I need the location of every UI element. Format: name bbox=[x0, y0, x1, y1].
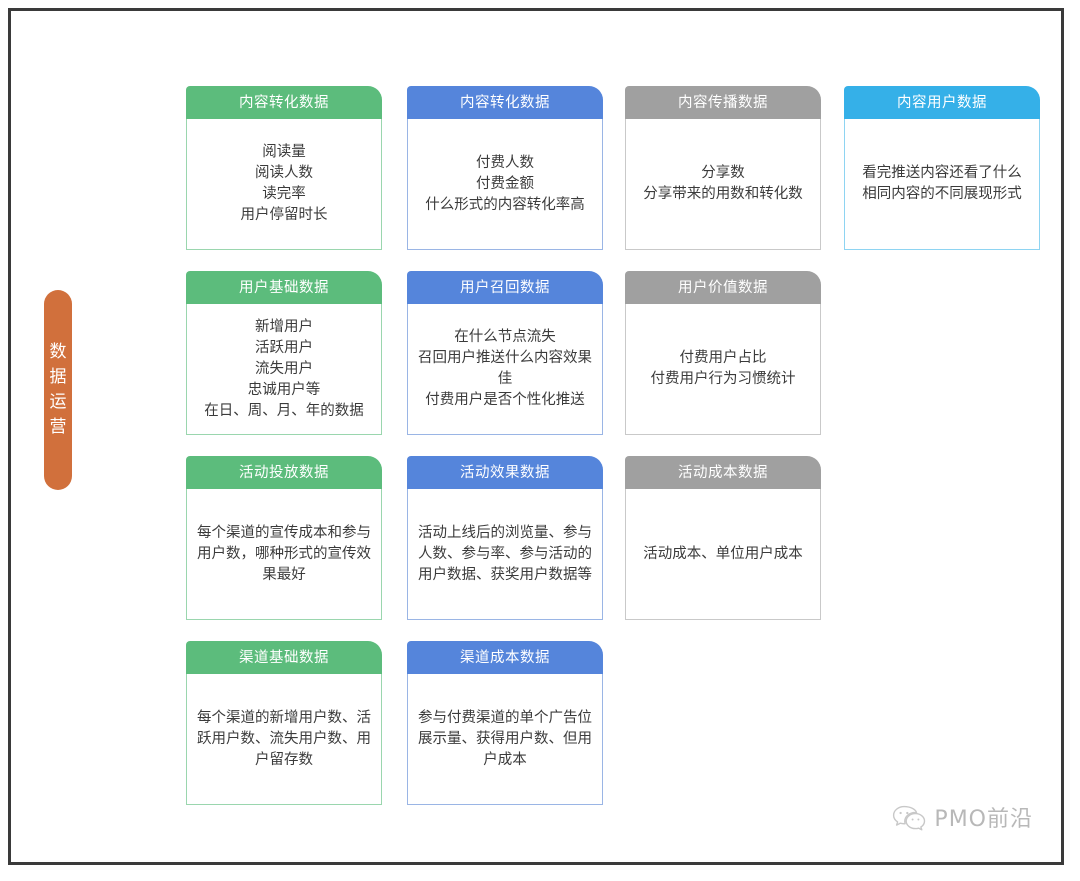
data-card-title: 内容转化数据 bbox=[239, 94, 329, 111]
data-card[interactable]: 渠道成本数据参与付费渠道的单个广告位展示量、获得用户数、但用户成本 bbox=[407, 641, 603, 805]
data-card-body: 看完推送内容还看了什么 相同内容的不同展现形式 bbox=[844, 119, 1040, 250]
data-card-body: 在什么节点流失 召回用户推送什么内容效果佳 付费用户是否个性化推送 bbox=[407, 304, 603, 435]
data-card-body: 参与付费渠道的单个广告位展示量、获得用户数、但用户成本 bbox=[407, 674, 603, 805]
data-card-body-text: 付费人数 付费金额 什么形式的内容转化率高 bbox=[425, 154, 585, 213]
data-card-title: 活动效果数据 bbox=[460, 464, 550, 481]
watermark: PMO前沿 bbox=[892, 805, 1033, 835]
data-card-body-text: 活动上线后的浏览量、参与人数、参与率、参与活动的用户数据、获奖用户数据等 bbox=[418, 524, 592, 583]
data-card-body-text: 看完推送内容还看了什么 相同内容的不同展现形式 bbox=[862, 165, 1022, 202]
data-card-body-text: 每个渠道的新增用户数、活跃用户数、流失用户数、用户留存数 bbox=[197, 709, 371, 768]
data-card-body: 付费用户占比 付费用户行为习惯统计 bbox=[625, 304, 821, 435]
data-card-title: 内容用户数据 bbox=[897, 94, 987, 111]
data-card-header: 内容转化数据 bbox=[186, 86, 382, 119]
category-spine-data-operations: 数 据 运 营 bbox=[44, 290, 72, 490]
data-card-header: 用户基础数据 bbox=[186, 271, 382, 304]
data-card-title: 用户召回数据 bbox=[460, 279, 550, 296]
data-card-body-text: 付费用户占比 付费用户行为习惯统计 bbox=[650, 350, 796, 387]
data-card-title: 渠道基础数据 bbox=[239, 649, 329, 666]
data-card[interactable]: 渠道基础数据每个渠道的新增用户数、活跃用户数、流失用户数、用户留存数 bbox=[186, 641, 382, 805]
data-card-title: 内容传播数据 bbox=[678, 94, 768, 111]
data-card-header: 活动成本数据 bbox=[625, 456, 821, 489]
data-card-header: 用户价值数据 bbox=[625, 271, 821, 304]
data-card-body: 活动成本、单位用户成本 bbox=[625, 489, 821, 620]
data-card-header: 内容用户数据 bbox=[844, 86, 1040, 119]
data-card-body-text: 新增用户 活跃用户 流失用户 忠诚用户等 在日、周、月、年的数据 bbox=[204, 318, 364, 419]
data-card-body-text: 每个渠道的宣传成本和参与用户数，哪种形式的宣传效果最好 bbox=[197, 524, 371, 583]
data-card-header: 用户召回数据 bbox=[407, 271, 603, 304]
data-card-body: 每个渠道的新增用户数、活跃用户数、流失用户数、用户留存数 bbox=[186, 674, 382, 805]
outer-frame: 数 据 运 营 内容转化数据阅读量 阅读人数 读完率 用户停留时长内容转化数据付… bbox=[8, 8, 1064, 865]
data-card-title: 活动成本数据 bbox=[678, 464, 768, 481]
data-card-title: 内容转化数据 bbox=[460, 94, 550, 111]
data-card-header: 活动效果数据 bbox=[407, 456, 603, 489]
data-card[interactable]: 用户基础数据新增用户 活跃用户 流失用户 忠诚用户等 在日、周、月、年的数据 bbox=[186, 271, 382, 435]
data-card-body-text: 分享数 分享带来的用数和转化数 bbox=[643, 165, 803, 202]
data-card[interactable]: 活动效果数据活动上线后的浏览量、参与人数、参与率、参与活动的用户数据、获奖用户数… bbox=[407, 456, 603, 620]
data-card-title: 渠道成本数据 bbox=[460, 649, 550, 666]
data-card-header: 内容传播数据 bbox=[625, 86, 821, 119]
category-spine-label: 数 据 运 营 bbox=[49, 342, 67, 437]
data-card-body: 付费人数 付费金额 什么形式的内容转化率高 bbox=[407, 119, 603, 250]
data-card[interactable]: 内容转化数据阅读量 阅读人数 读完率 用户停留时长 bbox=[186, 86, 382, 250]
data-card-body-text: 阅读量 阅读人数 读完率 用户停留时长 bbox=[240, 144, 328, 223]
watermark-text: PMO前沿 bbox=[934, 807, 1033, 832]
data-card[interactable]: 内容传播数据分享数 分享带来的用数和转化数 bbox=[625, 86, 821, 250]
data-card-body: 分享数 分享带来的用数和转化数 bbox=[625, 119, 821, 250]
data-card[interactable]: 用户召回数据在什么节点流失 召回用户推送什么内容效果佳 付费用户是否个性化推送 bbox=[407, 271, 603, 435]
data-card-body-text: 活动成本、单位用户成本 bbox=[643, 545, 803, 562]
data-card-body: 活动上线后的浏览量、参与人数、参与率、参与活动的用户数据、获奖用户数据等 bbox=[407, 489, 603, 620]
wechat-icon bbox=[892, 805, 926, 835]
data-card[interactable]: 内容转化数据付费人数 付费金额 什么形式的内容转化率高 bbox=[407, 86, 603, 250]
data-card-header: 渠道基础数据 bbox=[186, 641, 382, 674]
data-card-body-text: 参与付费渠道的单个广告位展示量、获得用户数、但用户成本 bbox=[418, 709, 592, 768]
data-card-title: 活动投放数据 bbox=[239, 464, 329, 481]
data-card-body: 每个渠道的宣传成本和参与用户数，哪种形式的宣传效果最好 bbox=[186, 489, 382, 620]
data-card-body-text: 在什么节点流失 召回用户推送什么内容效果佳 付费用户是否个性化推送 bbox=[418, 329, 592, 408]
data-card-title: 用户价值数据 bbox=[678, 279, 768, 296]
data-card-body: 新增用户 活跃用户 流失用户 忠诚用户等 在日、周、月、年的数据 bbox=[186, 304, 382, 435]
data-card-header: 活动投放数据 bbox=[186, 456, 382, 489]
data-card-header: 内容转化数据 bbox=[407, 86, 603, 119]
data-card[interactable]: 活动成本数据活动成本、单位用户成本 bbox=[625, 456, 821, 620]
data-card[interactable]: 内容用户数据看完推送内容还看了什么 相同内容的不同展现形式 bbox=[844, 86, 1040, 250]
data-card-title: 用户基础数据 bbox=[239, 279, 329, 296]
card-grid: 内容转化数据阅读量 阅读人数 读完率 用户停留时长内容转化数据付费人数 付费金额… bbox=[186, 86, 1046, 816]
data-card[interactable]: 用户价值数据付费用户占比 付费用户行为习惯统计 bbox=[625, 271, 821, 435]
data-card-header: 渠道成本数据 bbox=[407, 641, 603, 674]
data-card-body: 阅读量 阅读人数 读完率 用户停留时长 bbox=[186, 119, 382, 250]
data-card[interactable]: 活动投放数据每个渠道的宣传成本和参与用户数，哪种形式的宣传效果最好 bbox=[186, 456, 382, 620]
